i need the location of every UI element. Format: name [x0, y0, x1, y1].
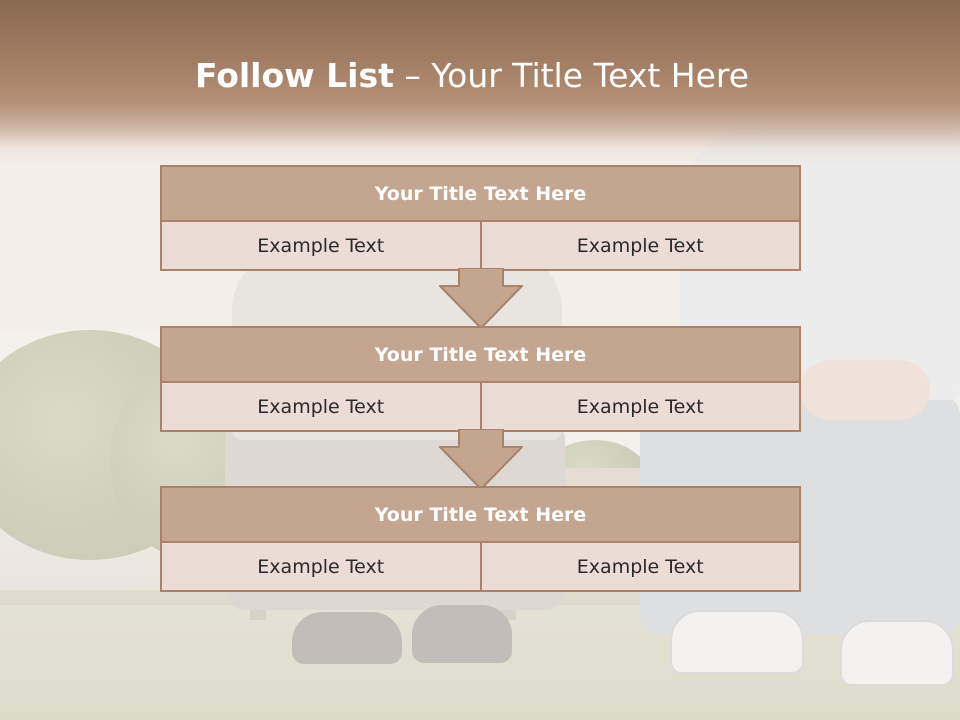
flow-step: Your Title Text Here Example Text Exampl… [160, 165, 801, 271]
step-row: Example Text Example Text [160, 222, 801, 271]
header-band [0, 0, 960, 165]
slide-title: Follow List – Your Title Text Here [0, 56, 944, 96]
flow-step: Your Title Text Here Example Text Exampl… [160, 486, 801, 592]
step-cell-left: Example Text [160, 222, 482, 271]
shoe [670, 610, 804, 674]
step-title: Your Title Text Here [160, 326, 801, 383]
step-cell-right: Example Text [481, 222, 801, 271]
slide-title-bold: Follow List [194, 56, 394, 95]
step-row: Example Text Example Text [160, 543, 801, 592]
shoe [840, 620, 954, 686]
person-right-arm [800, 360, 930, 420]
down-arrow-icon [439, 268, 523, 329]
step-cell-left: Example Text [160, 383, 482, 432]
step-cell-right: Example Text [481, 543, 801, 592]
step-cell-right: Example Text [481, 383, 801, 432]
slide-title-rest: – Your Title Text Here [393, 56, 750, 95]
step-title: Your Title Text Here [160, 486, 801, 543]
step-row: Example Text Example Text [160, 383, 801, 432]
step-title: Your Title Text Here [160, 165, 801, 222]
step-cell-left: Example Text [160, 543, 482, 592]
down-arrow-icon [439, 429, 523, 490]
shoe [412, 605, 512, 663]
flow-step: Your Title Text Here Example Text Exampl… [160, 326, 801, 432]
shoe [292, 612, 402, 664]
